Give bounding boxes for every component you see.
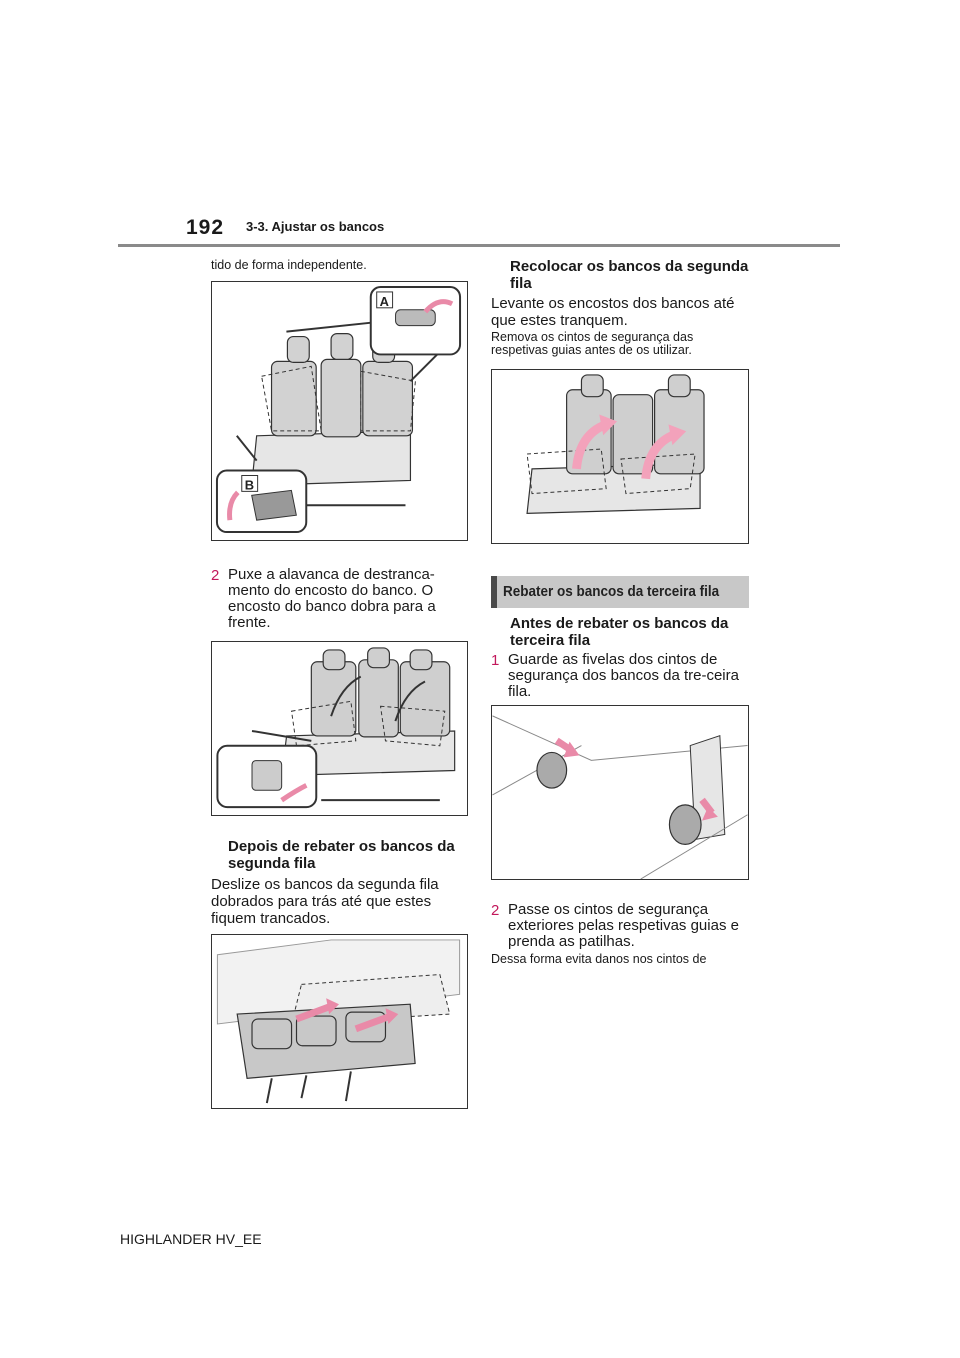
- heading-before-fold-third-row: Antes de rebater os bancos da terceira f…: [510, 615, 729, 649]
- raise-backrest-illustration: [526, 374, 705, 514]
- restore-text: Levante os encostos dos bancos até que e…: [491, 295, 735, 329]
- step-2-left: 2 Puxe a alavanca de destranca-mento do …: [211, 567, 473, 631]
- step-2-right: 2 Passe os cintos de segurança exteriore…: [491, 902, 753, 950]
- section-bar-title: Rebater os bancos da terceira fila: [503, 583, 720, 600]
- page-number: 192: [186, 216, 225, 239]
- section-bar-fold-third-row: Rebater os bancos da terceira fila: [491, 576, 749, 608]
- step-2-right-number: 2: [491, 902, 500, 919]
- figure-fold-backrest: [211, 641, 468, 816]
- step-2-left-text: Puxe a alavanca de destranca-mento do en…: [228, 566, 436, 631]
- seat-levers-illustration: A B: [215, 285, 462, 534]
- slide-seats-illustration: [216, 939, 461, 1104]
- step-1-right-number: 1: [491, 652, 500, 669]
- step-1-right-text: Guarde as fivelas dos cintos de seguranç…: [508, 651, 739, 700]
- note-third-row: Dessa forma evita danos nos cintos de: [491, 952, 707, 966]
- step-2-right-text: Passe os cintos de segurança exteriores …: [508, 901, 739, 950]
- footer-model: HIGHLANDER HV_EE: [120, 1231, 262, 1247]
- header-rule: [118, 244, 840, 247]
- fold-backrest-illustration: [216, 647, 456, 809]
- figure-seat-release-levers: A B: [211, 281, 468, 541]
- heading-after-fold-second-row: Depois de rebater os bancos da segunda f…: [228, 838, 455, 872]
- figure-store-buckles: [491, 705, 749, 880]
- after-fold-text: Deslize os bancos da segunda fila dobrad…: [211, 876, 439, 927]
- step-2-left-number: 2: [211, 567, 220, 584]
- section-title: 3-3. Ajustar os bancos: [246, 219, 385, 234]
- step-1-right: 1 Guarde as fivelas dos cintos de segura…: [491, 652, 753, 700]
- store-buckles-illustration: [492, 715, 748, 879]
- heading-restore-second-row: Recolocar os bancos da segunda fila: [510, 258, 749, 292]
- callout-label-b: B: [245, 477, 254, 492]
- intro-text: tido de forma independente.: [211, 258, 367, 272]
- restore-note: Remova os cintos de segurança das respet…: [491, 330, 694, 357]
- figure-slide-seats: [211, 934, 468, 1109]
- callout-label-a: A: [380, 294, 389, 309]
- figure-raise-backrest: [491, 369, 749, 544]
